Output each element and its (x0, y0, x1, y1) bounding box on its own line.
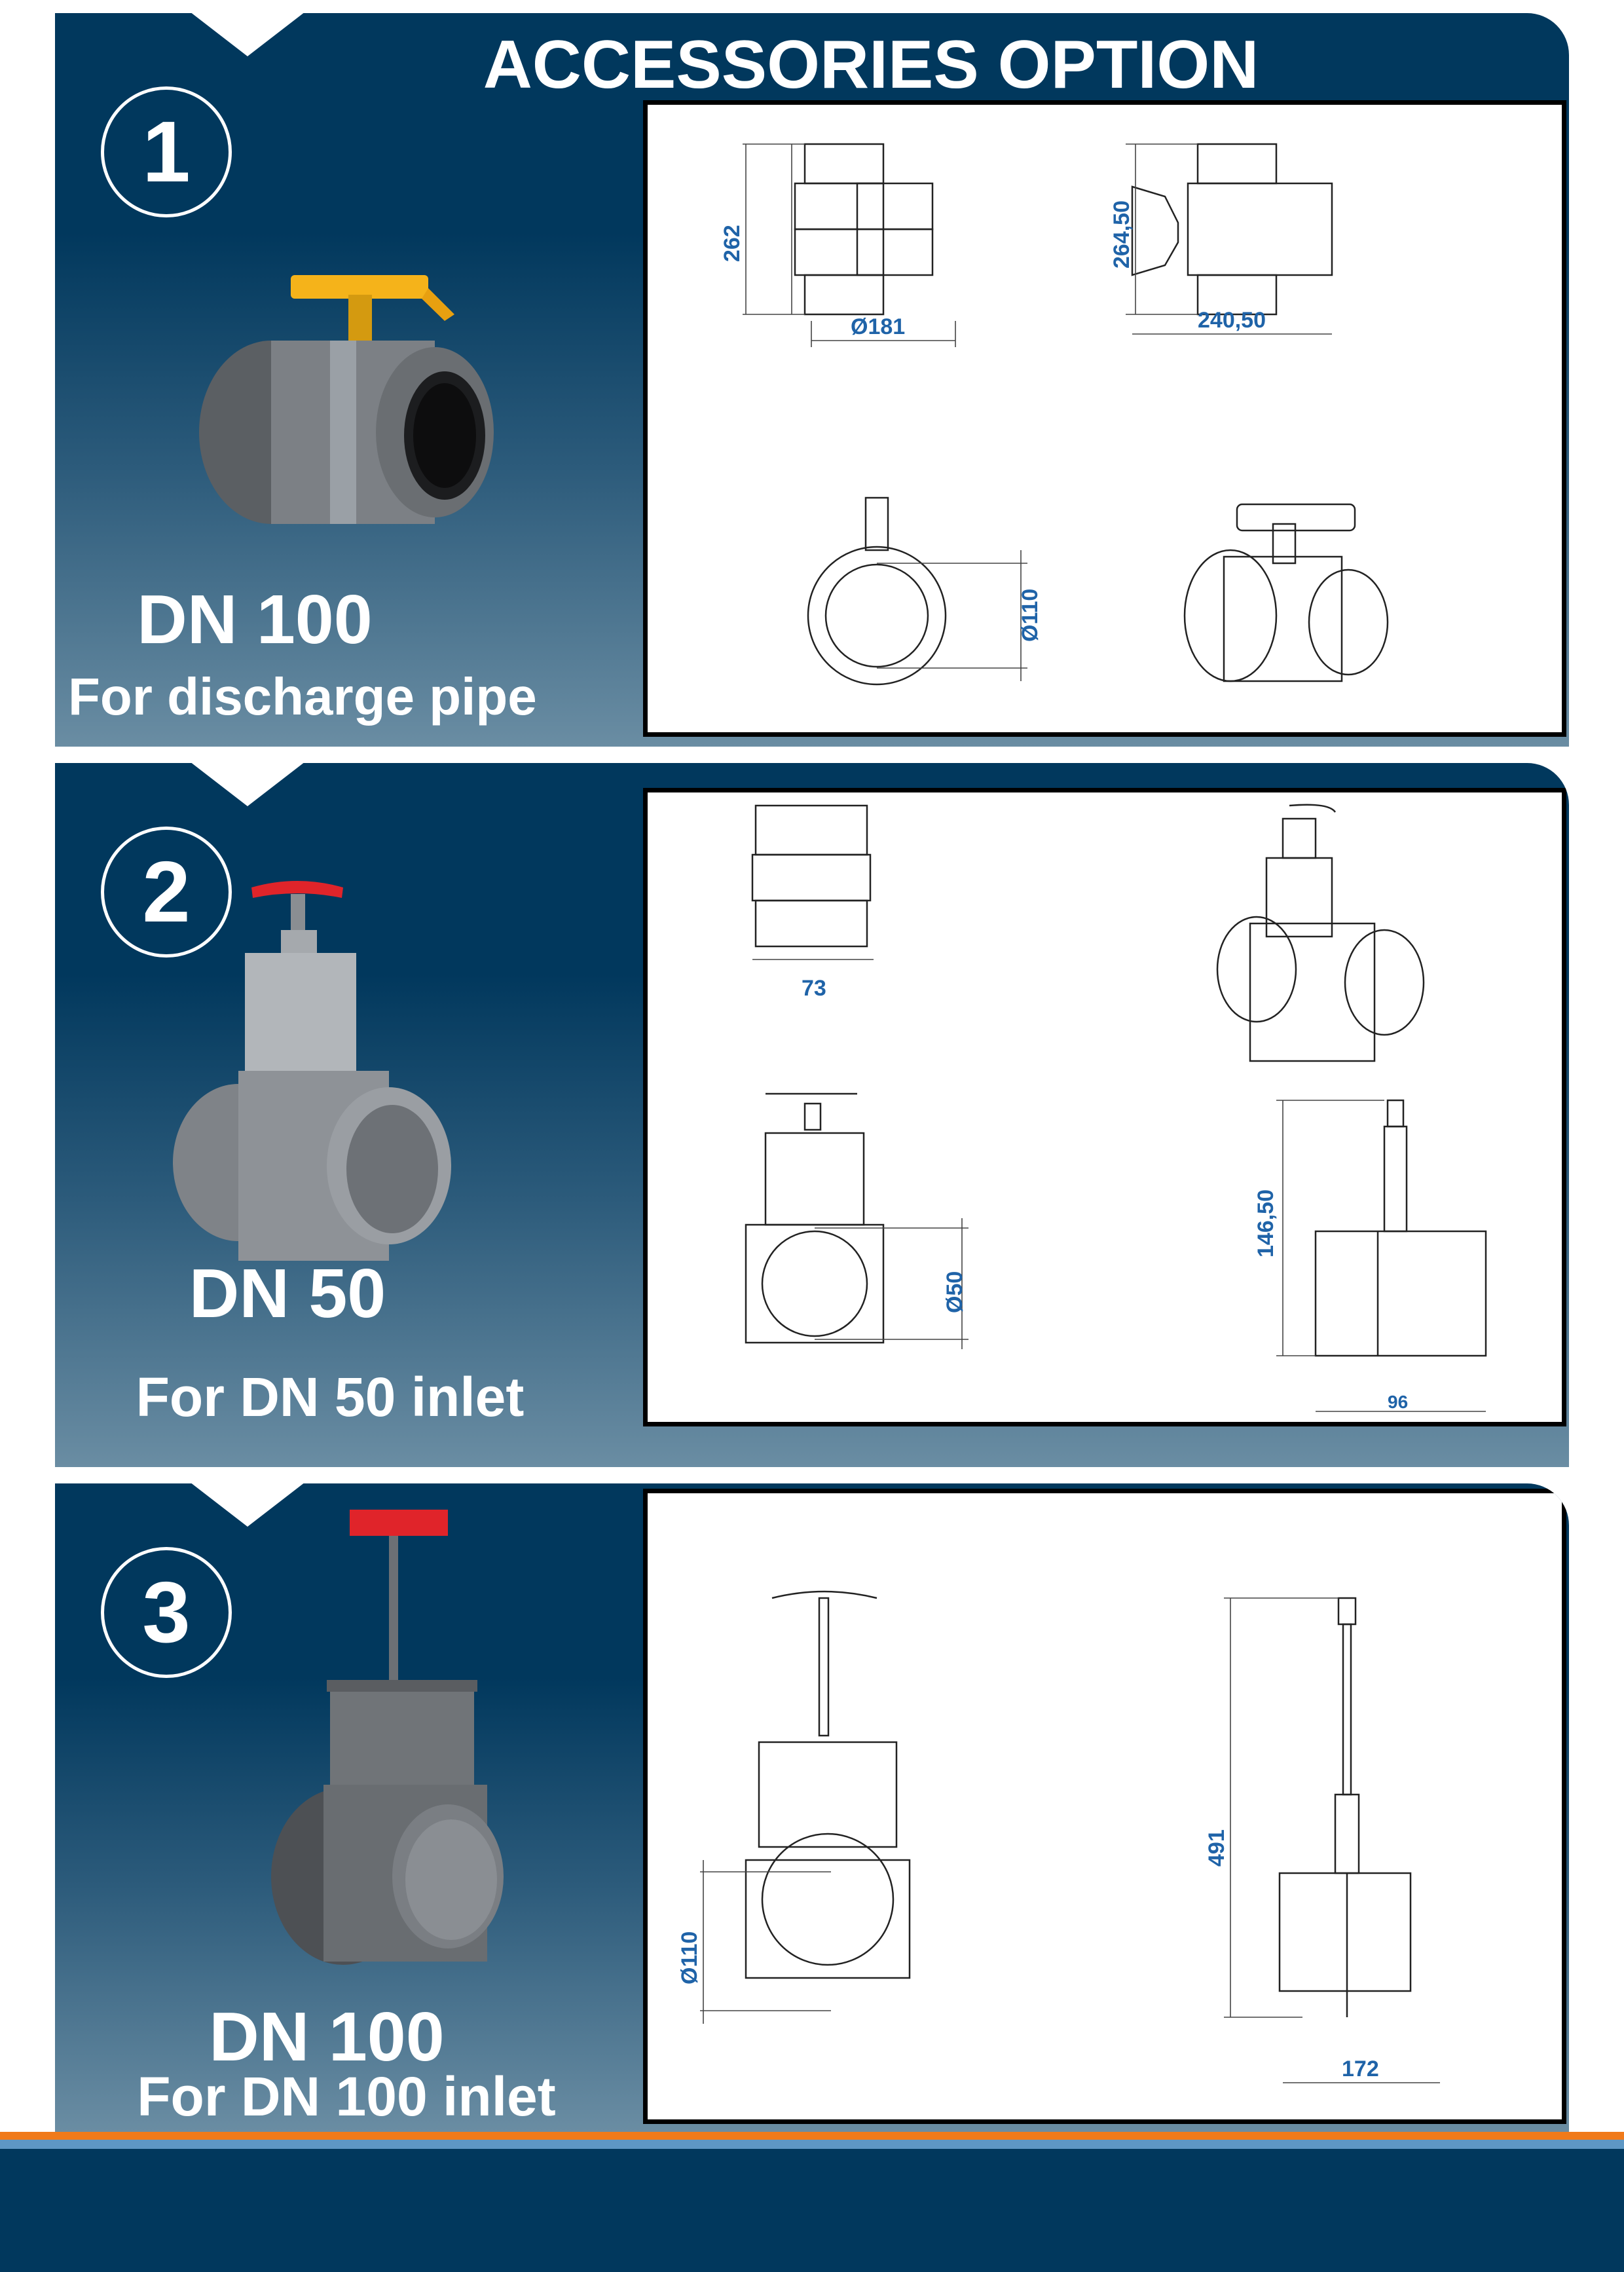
section-number-1: 1 (101, 86, 232, 217)
ball-valve-image (199, 275, 494, 524)
section-1-band: ACCESSORIES OPTION 1 DN 100 For discharg… (55, 13, 1569, 747)
dim-diameter-181: Ø181 (851, 314, 905, 339)
section-2-dn-label: DN 50 (189, 1255, 386, 1332)
section-notch (190, 13, 305, 56)
dim-264-50: 264,50 (1109, 200, 1134, 269)
dim-96: 96 (1388, 1392, 1408, 1412)
dim-diameter-50: Ø50 (942, 1271, 967, 1313)
section-2-band: 2 DN 50 For DN 50 inlet 73 (55, 763, 1569, 1467)
dim-146-50: 146,50 (1253, 1189, 1278, 1257)
section-1-dn-label: DN 100 (137, 581, 373, 658)
footer-accent-line (0, 2132, 1624, 2140)
gate-valve-dn100-image (271, 1510, 504, 1965)
dim-491: 491 (1204, 1829, 1229, 1867)
page-title: ACCESSORIES OPTION (483, 27, 1259, 103)
drawing-canvas: Ø110 491 172 (677, 1590, 1440, 2083)
gate-valve-dn50-image (173, 881, 451, 1261)
section-2-technical-drawing: 73 Ø50 146,50 (643, 788, 1566, 1426)
footer-accent-line-blue (0, 2140, 1624, 2149)
drawing-canvas: 73 Ø50 146,50 (745, 804, 1487, 1412)
section-number-2: 2 (101, 827, 232, 958)
section-notch (190, 763, 305, 806)
section-notch (190, 1483, 305, 1527)
footer-band (0, 2149, 1624, 2272)
section-3-subtitle: For DN 100 inlet (137, 2066, 556, 2127)
dim-diameter-110: Ø110 (677, 1931, 702, 1984)
section-1-technical-drawing: 262 Ø181 264,50 240,50 Ø110 (643, 100, 1566, 737)
section-3-dn-label: DN 100 (209, 1998, 445, 2076)
dim-240-50: 240,50 (1198, 308, 1266, 333)
dim-172: 172 (1342, 2057, 1379, 2081)
dim-73: 73 (802, 976, 826, 1001)
section-2-subtitle: For DN 50 inlet (136, 1366, 525, 1428)
drawing-canvas: 262 Ø181 264,50 240,50 Ø110 (720, 143, 1389, 686)
section-3-technical-drawing: Ø110 491 172 (643, 1489, 1566, 2124)
section-3-band: 3 DN 100 For DN 100 inlet Ø110 (55, 1483, 1569, 2132)
section-1-subtitle: For discharge pipe (68, 667, 537, 726)
dim-262: 262 (720, 225, 745, 262)
section-number-3: 3 (101, 1547, 232, 1678)
dim-diameter-110: Ø110 (1018, 589, 1043, 642)
